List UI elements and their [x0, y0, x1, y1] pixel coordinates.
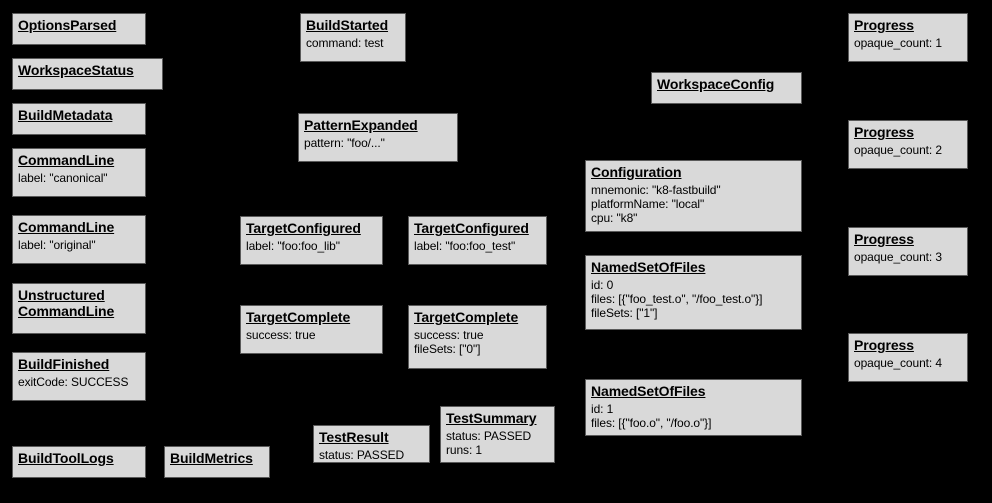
- node-title: NamedSetOfFiles: [591, 259, 706, 275]
- node-title: Progress: [854, 124, 914, 140]
- node-field: command: test: [306, 36, 384, 50]
- node-fields: label: "foo:foo_lib": [246, 239, 377, 253]
- node-title: Unstructured CommandLine: [18, 287, 115, 319]
- node-pattern-expanded[interactable]: PatternExpanded pattern: "foo/...": [298, 113, 458, 162]
- node-fields: label: "foo:foo_test": [414, 239, 541, 253]
- node-field: opaque_count: 3: [854, 250, 942, 264]
- node-configuration[interactable]: Configuration mnemonic: "k8-fastbuild"pla…: [585, 160, 802, 232]
- node-progress-1[interactable]: Progress opaque_count: 1: [848, 13, 968, 62]
- node-field: label: "original": [18, 238, 96, 252]
- node-build-metadata[interactable]: BuildMetadata: [12, 103, 146, 135]
- node-field: fileSets: ["0"]: [414, 342, 481, 356]
- node-progress-2[interactable]: Progress opaque_count: 2: [848, 120, 968, 169]
- node-field: label: "foo:foo_lib": [246, 239, 340, 253]
- node-fields: mnemonic: "k8-fastbuild"platformName: "l…: [591, 183, 796, 225]
- node-field: label: "canonical": [18, 171, 108, 185]
- node-title: OptionsParsed: [18, 17, 117, 33]
- node-fields: opaque_count: 2: [854, 143, 962, 157]
- node-fields: label: "canonical": [18, 171, 140, 185]
- node-field: runs: 1: [446, 443, 482, 457]
- node-title: TargetComplete: [414, 309, 519, 325]
- node-title: Progress: [854, 337, 914, 353]
- node-field: label: "foo:foo_test": [414, 239, 516, 253]
- node-build-tool-logs[interactable]: BuildToolLogs: [12, 446, 146, 478]
- node-field: files: [{"foo_test.o", "/foo_test.o"}]: [591, 292, 763, 306]
- node-field: opaque_count: 2: [854, 143, 942, 157]
- node-title: WorkspaceConfig: [657, 76, 775, 92]
- node-title: BuildToolLogs: [18, 450, 114, 466]
- node-title: CommandLine: [18, 152, 115, 168]
- node-field: exitCode: SUCCESS: [18, 375, 129, 389]
- node-workspace-status[interactable]: WorkspaceStatus: [12, 58, 163, 90]
- node-field: opaque_count: 1: [854, 36, 942, 50]
- node-fields: command: test: [306, 36, 400, 50]
- node-command-line-original[interactable]: CommandLine label: "original": [12, 215, 146, 264]
- node-workspace-config[interactable]: WorkspaceConfig: [651, 72, 802, 104]
- node-title: CommandLine: [18, 219, 115, 235]
- node-title: TargetConfigured: [414, 220, 529, 236]
- node-fields: label: "original": [18, 238, 140, 252]
- node-unstructured-command-line[interactable]: Unstructured CommandLine: [12, 283, 146, 334]
- node-options-parsed[interactable]: OptionsParsed: [12, 13, 146, 45]
- node-fields: opaque_count: 3: [854, 250, 962, 264]
- node-field: success: true: [414, 328, 484, 342]
- node-title: BuildMetrics: [170, 450, 253, 466]
- node-build-metrics[interactable]: BuildMetrics: [164, 446, 270, 478]
- node-title: PatternExpanded: [304, 117, 418, 133]
- node-title: BuildStarted: [306, 17, 389, 33]
- node-target-configured-foo-lib[interactable]: TargetConfigured label: "foo:foo_lib": [240, 216, 383, 265]
- node-field: status: PASSED: [319, 448, 405, 462]
- node-field: cpu: "k8": [591, 211, 638, 225]
- node-command-line-canonical[interactable]: CommandLine label: "canonical": [12, 148, 146, 197]
- node-test-result[interactable]: TestResult status: PASSED: [313, 425, 430, 463]
- node-field: success: true: [246, 328, 316, 342]
- node-target-complete-lib[interactable]: TargetComplete success: true: [240, 305, 383, 354]
- node-title: BuildFinished: [18, 356, 110, 372]
- node-progress-4[interactable]: Progress opaque_count: 4: [848, 333, 968, 382]
- node-fields: opaque_count: 1: [854, 36, 962, 50]
- node-title: NamedSetOfFiles: [591, 383, 706, 399]
- node-title: TargetComplete: [246, 309, 351, 325]
- node-build-started[interactable]: BuildStarted command: test: [300, 13, 406, 62]
- node-title: TestResult: [319, 429, 389, 445]
- node-title: TestSummary: [446, 410, 537, 426]
- node-field: platformName: "local": [591, 197, 705, 211]
- node-field: id: 1: [591, 402, 614, 416]
- node-target-configured-foo-test[interactable]: TargetConfigured label: "foo:foo_test": [408, 216, 547, 265]
- node-field: id: 0: [591, 278, 614, 292]
- node-field: fileSets: ["1"]: [591, 306, 658, 320]
- node-field: status: PASSED: [446, 429, 532, 443]
- node-fields: opaque_count: 4: [854, 356, 962, 370]
- node-progress-3[interactable]: Progress opaque_count: 3: [848, 227, 968, 276]
- node-title: BuildMetadata: [18, 107, 113, 123]
- node-field: pattern: "foo/...": [304, 136, 385, 150]
- node-field: mnemonic: "k8-fastbuild": [591, 183, 721, 197]
- node-title: Progress: [854, 17, 914, 33]
- node-fields: status: PASSED: [319, 448, 424, 462]
- node-title: Configuration: [591, 164, 682, 180]
- node-build-finished[interactable]: BuildFinished exitCode: SUCCESS: [12, 352, 146, 401]
- node-title: WorkspaceStatus: [18, 62, 134, 78]
- node-fields: success: true: [246, 328, 377, 342]
- node-field: files: [{"foo.o", "/foo.o"}]: [591, 416, 712, 430]
- node-field: opaque_count: 4: [854, 356, 942, 370]
- node-title: TargetConfigured: [246, 220, 361, 236]
- node-title: Progress: [854, 231, 914, 247]
- node-fields: pattern: "foo/...": [304, 136, 452, 150]
- node-fields: exitCode: SUCCESS: [18, 375, 140, 389]
